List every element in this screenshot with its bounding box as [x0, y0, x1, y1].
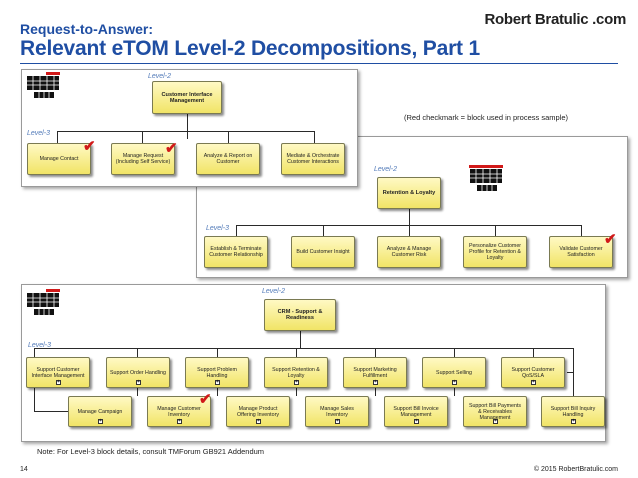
- expand-icon: +: [215, 379, 220, 385]
- connector: [454, 388, 455, 396]
- title-rule: [20, 63, 618, 64]
- copyright: © 2015 RobertBratulic.com: [533, 466, 618, 473]
- expand-icon: +: [493, 418, 498, 424]
- process-mediate-orchestrate: Mediate & Orchestrate Customer Interacti…: [281, 143, 345, 175]
- connector: [142, 131, 143, 143]
- connector: [34, 348, 573, 349]
- connector: [567, 372, 573, 373]
- connector: [187, 114, 188, 139]
- process-support-qos: Support Customer QoS/SLA: [501, 357, 565, 388]
- expand-icon: +: [571, 418, 576, 424]
- expand-icon: +: [373, 379, 378, 385]
- slide-subtitle: Request-to-Answer:: [20, 21, 154, 37]
- process-customer-interface-mgmt: Customer Interface Management: [152, 81, 222, 114]
- connector: [375, 348, 376, 357]
- legend-text: (Red checkmark = block used in process s…: [404, 113, 569, 122]
- level2-label: Level-2: [262, 288, 285, 295]
- connector: [323, 225, 324, 236]
- red-check-icon: ✔: [604, 231, 617, 248]
- connector: [300, 331, 301, 349]
- connector: [57, 131, 315, 132]
- red-check-icon: ✔: [165, 140, 178, 157]
- process-manage-customer-inventory: Manage Customer Inventory: [147, 396, 211, 427]
- brand-logo: Robert Bratulic .com: [484, 11, 626, 28]
- red-check-icon: ✔: [199, 391, 212, 408]
- level3-label: Level-3: [28, 342, 51, 349]
- connector: [236, 225, 237, 236]
- process-support-cim: Support Customer Interface Management: [26, 357, 90, 388]
- connector: [314, 131, 315, 143]
- process-crm-support-readiness: CRM - Support & Readiness: [264, 299, 336, 331]
- process-manage-contact: Manage Contact: [27, 143, 91, 175]
- level2-label: Level-2: [374, 166, 397, 173]
- process-personalize-profile: Personalize Customer Profile for Retenti…: [463, 236, 527, 268]
- expand-icon: +: [294, 379, 299, 385]
- process-analyze-risk: Analyze & Manage Customer Risk: [377, 236, 441, 268]
- connector: [137, 348, 138, 357]
- connector: [217, 348, 218, 357]
- expand-icon: +: [136, 379, 141, 385]
- process-support-order: Support Order Handling: [106, 357, 170, 388]
- process-support-problem: Support Problem Handling: [185, 357, 249, 388]
- process-analyze-report-customer: Analyze & Report on Customer: [196, 143, 260, 175]
- connector: [228, 131, 229, 143]
- level2-label: Level-2: [148, 73, 171, 80]
- connector: [296, 348, 297, 357]
- expand-icon: +: [335, 418, 340, 424]
- process-retention-loyalty: Retention & Loyalty: [377, 177, 441, 209]
- etom-map-icon: [469, 165, 503, 191]
- page-number: 14: [20, 466, 28, 473]
- expand-icon: +: [177, 418, 182, 424]
- connector: [137, 388, 138, 396]
- expand-icon: +: [98, 418, 103, 424]
- connector: [581, 225, 582, 236]
- expand-icon: +: [531, 379, 536, 385]
- expand-icon: +: [414, 418, 419, 424]
- connector: [375, 388, 376, 396]
- connector: [57, 131, 58, 143]
- connector: [217, 388, 218, 396]
- connector: [409, 209, 410, 226]
- process-validate-satisfaction: Validate Customer Satisfaction: [549, 236, 613, 268]
- expand-icon: +: [56, 379, 61, 385]
- connector: [573, 348, 574, 411]
- connector: [409, 225, 410, 236]
- expand-icon: +: [256, 418, 261, 424]
- process-support-selling: Support Selling: [422, 357, 486, 388]
- connector: [34, 411, 68, 412]
- etom-map-icon: [27, 72, 60, 98]
- level3-label: Level-3: [206, 225, 229, 232]
- connector: [533, 348, 534, 357]
- level3-label: Level-3: [27, 130, 50, 137]
- etom-map-icon: [27, 289, 60, 315]
- connector: [495, 225, 496, 236]
- process-manage-request: Manage Request (Including Self Service): [111, 143, 175, 175]
- connector: [454, 348, 455, 357]
- red-check-icon: ✔: [83, 138, 96, 155]
- expand-icon: +: [452, 379, 457, 385]
- process-establish-terminate: Establish & Terminate Customer Relations…: [204, 236, 268, 268]
- footnote: Note: For Level-3 block details, consult…: [37, 447, 265, 456]
- process-support-bill-inquiry: Support Bill Inquiry Handling: [541, 396, 605, 427]
- connector: [296, 388, 297, 396]
- process-manage-sales-inventory: Manage Sales Inventory: [305, 396, 369, 427]
- slide-title: Relevant eTOM Level-2 Decompositions, Pa…: [20, 37, 480, 60]
- process-build-insight: Build Customer Insight: [291, 236, 355, 268]
